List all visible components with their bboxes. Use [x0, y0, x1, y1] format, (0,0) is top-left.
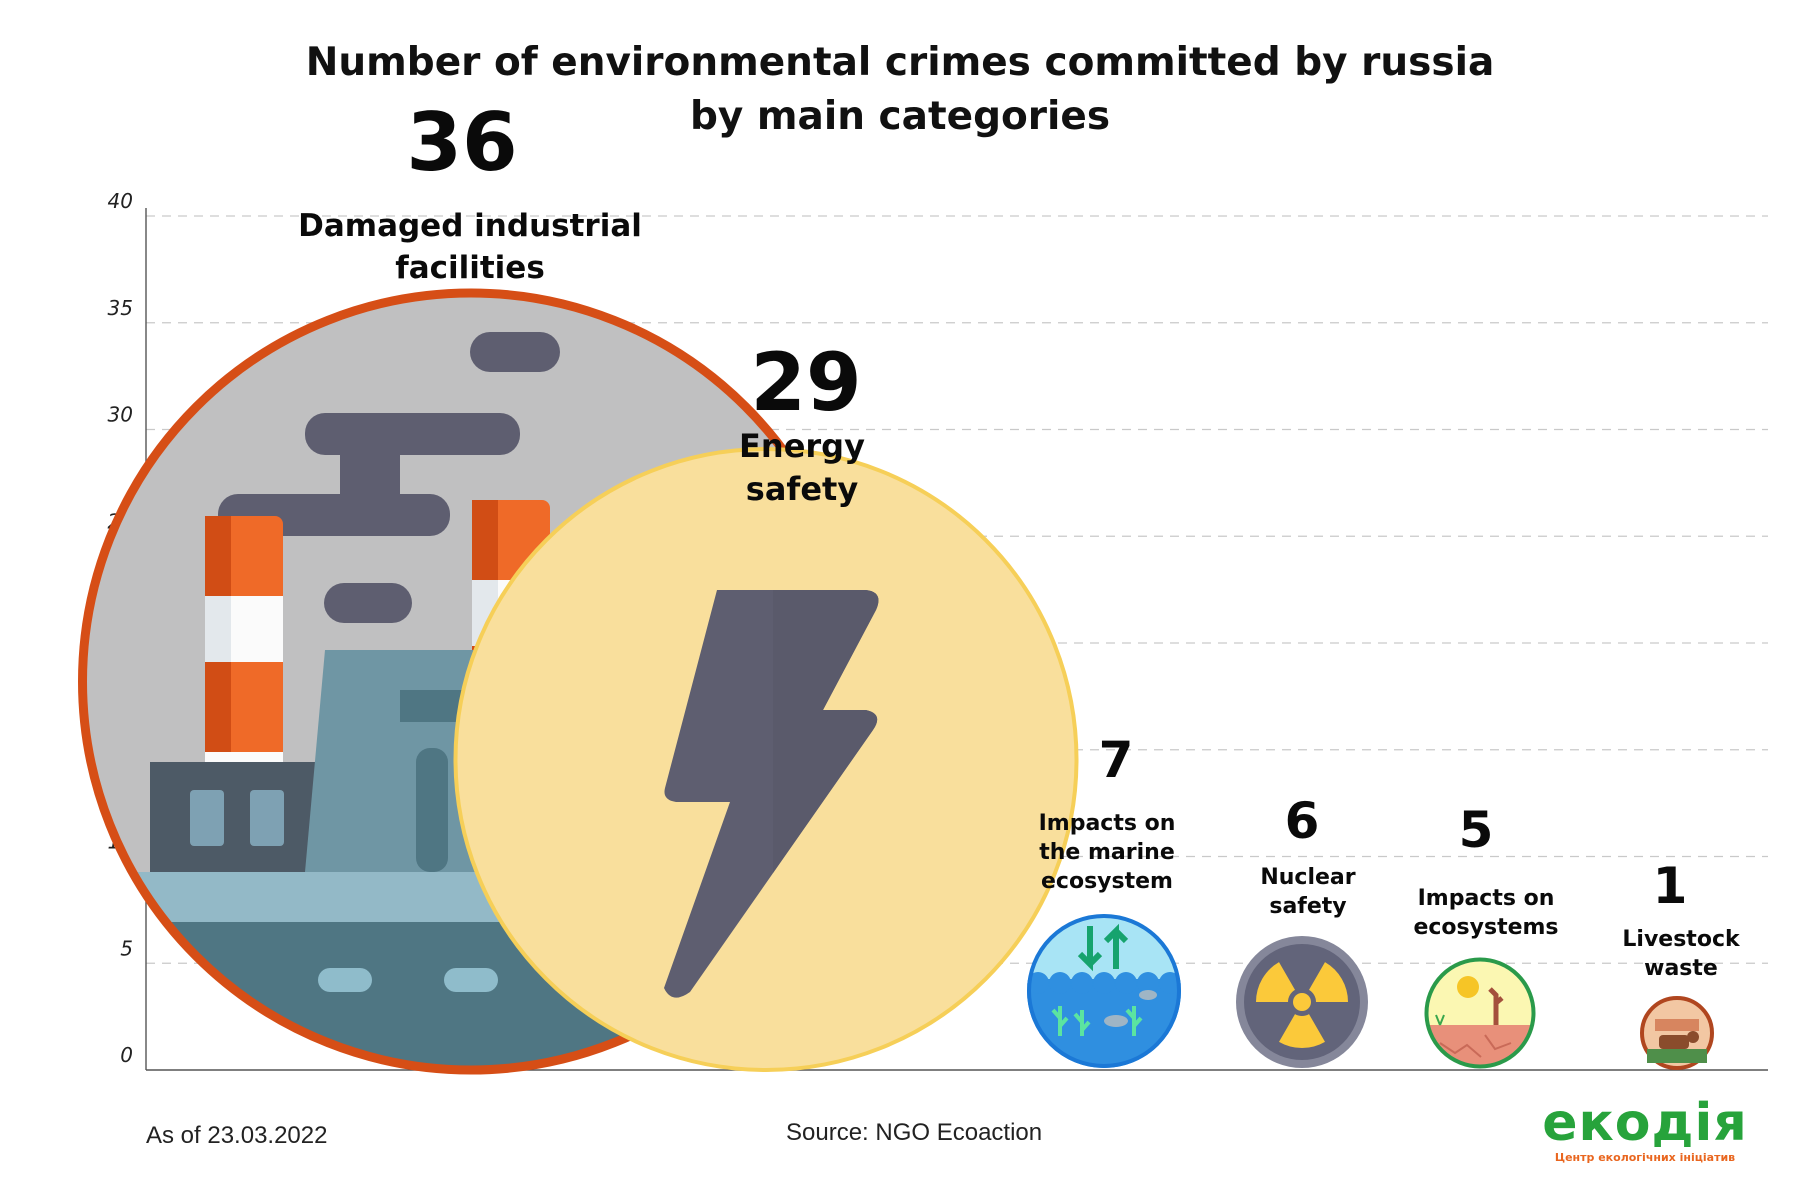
y-tick-label: 35: [108, 296, 133, 320]
fish: [1139, 990, 1157, 1000]
smoke-puff: [470, 332, 560, 372]
window: [190, 790, 224, 846]
arrow-up: [1103, 923, 1129, 969]
seaweed: [1073, 1010, 1091, 1036]
bubble-nuclear-safety: [1236, 936, 1368, 1068]
livestock-icon: [1640, 996, 1714, 1070]
chart-title-line-1: Number of environmental crimes committed…: [305, 40, 1495, 85]
wave: [1049, 972, 1071, 994]
road-marking: [444, 968, 498, 992]
wave: [1137, 972, 1159, 994]
lightning-icon: [664, 590, 879, 998]
category-label-ecosystems-line-2: ecosystems: [1413, 915, 1558, 940]
bubble-ring-ecosystems: [1424, 957, 1536, 1069]
y-tick-label: 30: [108, 403, 133, 427]
radiation-blade: [1256, 962, 1295, 1002]
chart-title-line-2: by main categories: [689, 94, 1111, 139]
bubble-impacts-on-ecosystems: [1424, 957, 1536, 1069]
labels: 36 Damaged industrial facilities 29 Ener…: [298, 96, 1741, 981]
value-label-energy: 29: [750, 336, 861, 429]
y-tick-label: 40: [108, 189, 133, 213]
fish: [1104, 1015, 1128, 1027]
radiation-icon: [1236, 936, 1368, 1068]
radiation-blade: [1279, 1014, 1325, 1048]
chart-title: Number of environmental crimes committed…: [0, 36, 1800, 144]
value-label-marine: 7: [1099, 731, 1134, 789]
wave: [1093, 972, 1115, 994]
wave: [1027, 972, 1049, 994]
category-label-nuclear-line-2: safety: [1269, 894, 1346, 919]
category-label-livestock-line-2: waste: [1644, 956, 1718, 981]
radiation-blade: [1309, 962, 1348, 1002]
lightning-bolt-shade: [773, 590, 879, 873]
grass: [1435, 1014, 1445, 1026]
dead-tree: [1488, 987, 1504, 1025]
category-label-marine-line-3: ecosystem: [1041, 869, 1173, 894]
barn: [1655, 1019, 1699, 1031]
seaweed: [1125, 1006, 1143, 1036]
category-label-energy-line-1: Energy: [739, 427, 865, 465]
chimney-left-stripe-shade: [205, 596, 231, 662]
bubble-energy-safety: [453, 447, 1079, 1072]
arrow-down: [1077, 926, 1103, 972]
wave: [1115, 972, 1137, 994]
sun: [1457, 976, 1479, 998]
building-left: [150, 762, 330, 872]
category-label-industrial-line-1: Damaged industrial: [298, 208, 642, 244]
seaweed: [1051, 1006, 1069, 1036]
radiation-center: [1293, 993, 1311, 1011]
as-of-date: As of 23.03.2022: [146, 1122, 328, 1149]
category-label-ecosystems-line-1: Impacts on: [1418, 886, 1555, 911]
smoke-puff: [340, 455, 400, 500]
y-tick-label: 5: [120, 936, 133, 960]
value-label-nuclear: 6: [1285, 792, 1320, 850]
wave: [1159, 972, 1181, 994]
source-note: Source: NGO Ecoaction: [786, 1119, 1043, 1146]
value-label-industrial: 36: [406, 96, 517, 189]
logo-tagline: Центр екологічних ініціатив: [1554, 1151, 1736, 1164]
y-tick-label: 0: [120, 1043, 133, 1067]
window: [250, 790, 284, 846]
ecoaction-logo: екодія Центр екологічних ініціатив: [1535, 1095, 1755, 1165]
pasture: [1647, 1049, 1707, 1063]
wave: [1071, 972, 1093, 994]
logo-wordmark: екодія: [1542, 1093, 1748, 1153]
category-label-livestock-line-1: Livestock: [1622, 927, 1741, 952]
value-label-livestock: 1: [1653, 857, 1688, 915]
smoke-puff: [305, 413, 520, 455]
smoke-puff: [324, 583, 412, 623]
cow-head: [1687, 1031, 1699, 1043]
building-door: [416, 748, 448, 872]
cow: [1659, 1035, 1689, 1049]
value-label-ecosystems: 5: [1459, 801, 1494, 859]
category-label-marine-line-2: the marine: [1039, 840, 1175, 865]
category-label-industrial-line-2: facilities: [395, 250, 545, 286]
bubble-marine-ecosystem: [1027, 914, 1181, 1068]
category-label-marine-line-1: Impacts on: [1039, 811, 1176, 836]
bubble-livestock-waste: [1640, 996, 1714, 1070]
bubble-ring-marine: [1027, 914, 1181, 1068]
road-marking: [318, 968, 372, 992]
category-label-nuclear-line-1: Nuclear: [1260, 865, 1355, 890]
category-label-energy-line-2: safety: [746, 470, 859, 508]
